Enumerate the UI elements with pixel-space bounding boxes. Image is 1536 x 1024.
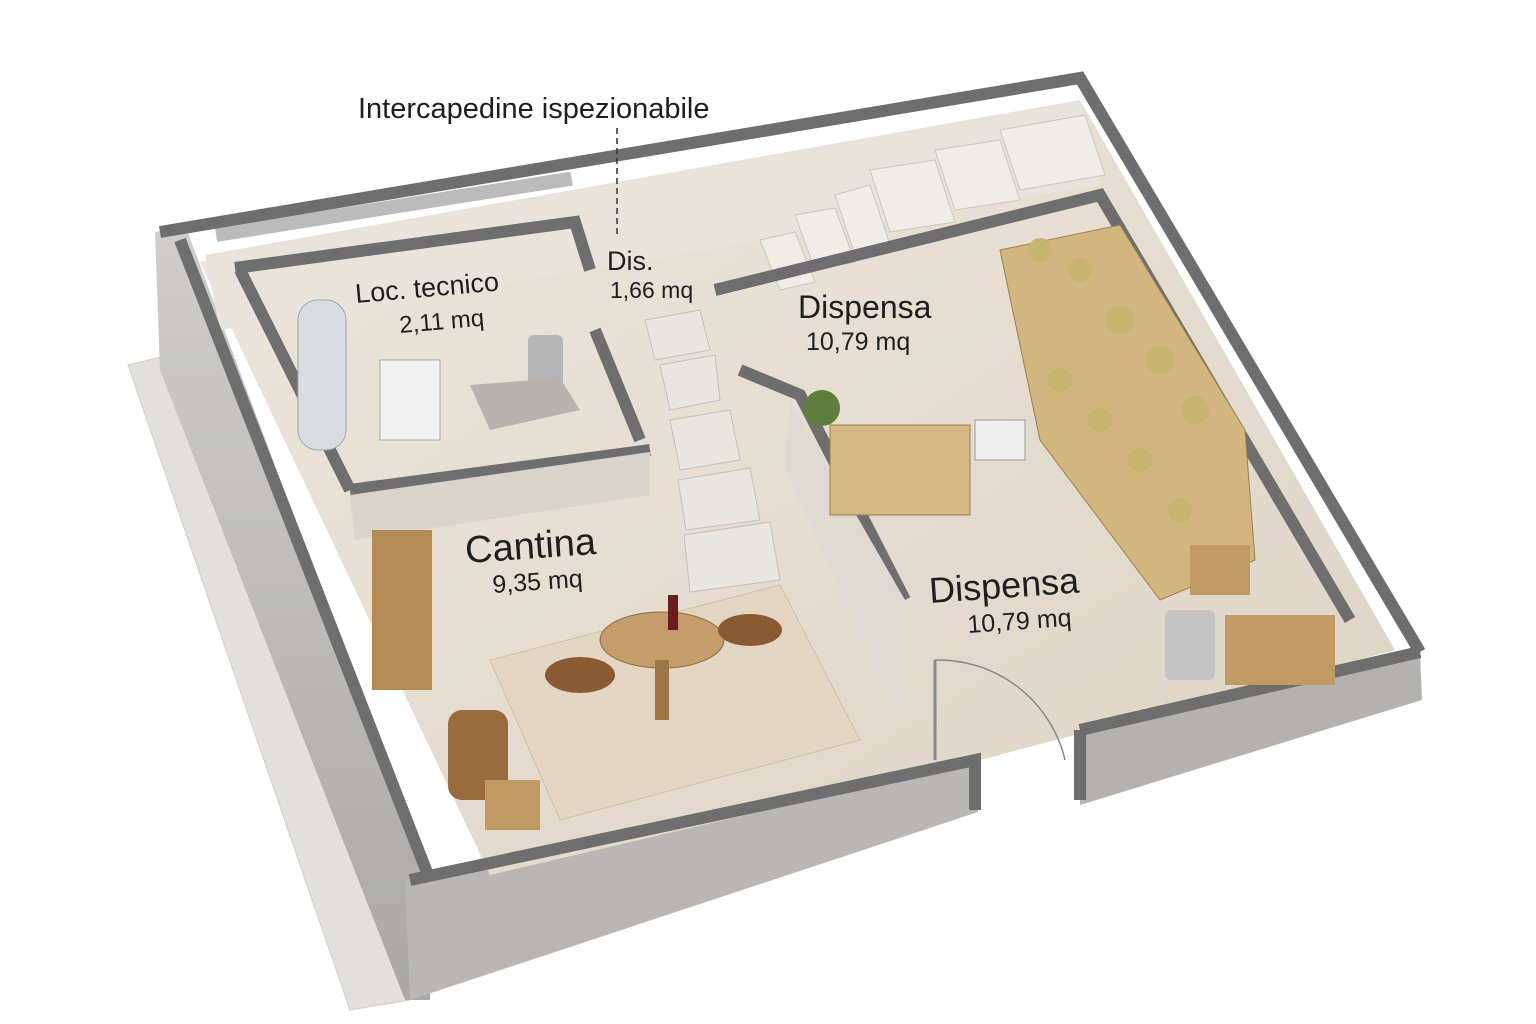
stairs-middle: [644, 309, 781, 593]
outer-wall-left-face: [155, 225, 430, 1000]
wine-crate: [485, 780, 540, 830]
crate-right-1: [1190, 545, 1250, 595]
bin-dispensa: [1165, 610, 1215, 680]
room-name-dispensa-top: Dispensa: [798, 289, 932, 325]
washing-machine: [379, 359, 441, 441]
wine-rack: [372, 530, 432, 690]
outer-wall-front-face: [405, 760, 978, 1000]
outer-wall-front-right-face: [1078, 652, 1422, 805]
mat: [470, 378, 580, 430]
wine-barrel: [448, 710, 508, 800]
rug: [489, 584, 861, 821]
room-area-cantina: 9,35 mq: [491, 565, 583, 599]
plant: [804, 390, 840, 426]
loc-tecnico-front-face: [350, 452, 650, 540]
door-swing: [934, 659, 1066, 761]
table-leg: [655, 660, 669, 720]
counter-shelf: [829, 424, 971, 516]
boiler: [297, 299, 347, 451]
ventilation-duct: [214, 171, 573, 242]
walls: [159, 71, 1426, 886]
trash-bin: [528, 335, 563, 390]
room-area-dis: 1,66 mq: [610, 277, 693, 303]
table: [599, 611, 725, 669]
cantina-partition-face: [785, 400, 905, 700]
title-label: Intercapedine ispezionabile: [358, 93, 709, 125]
intercapedine-wall: [205, 100, 1100, 330]
stool-left: [545, 657, 615, 693]
room-name-dis: Dis.: [607, 246, 654, 276]
room-area-dispensa-top: 10,79 mq: [806, 328, 910, 356]
microwave: [974, 419, 1026, 461]
stool-right: [718, 614, 782, 646]
wine-bottle: [668, 595, 678, 630]
crate-right-2: [1225, 615, 1335, 685]
pantry-jars: [1028, 238, 1209, 522]
stairs-top: [759, 114, 1106, 291]
room-name-cantina: Cantina: [464, 521, 598, 572]
